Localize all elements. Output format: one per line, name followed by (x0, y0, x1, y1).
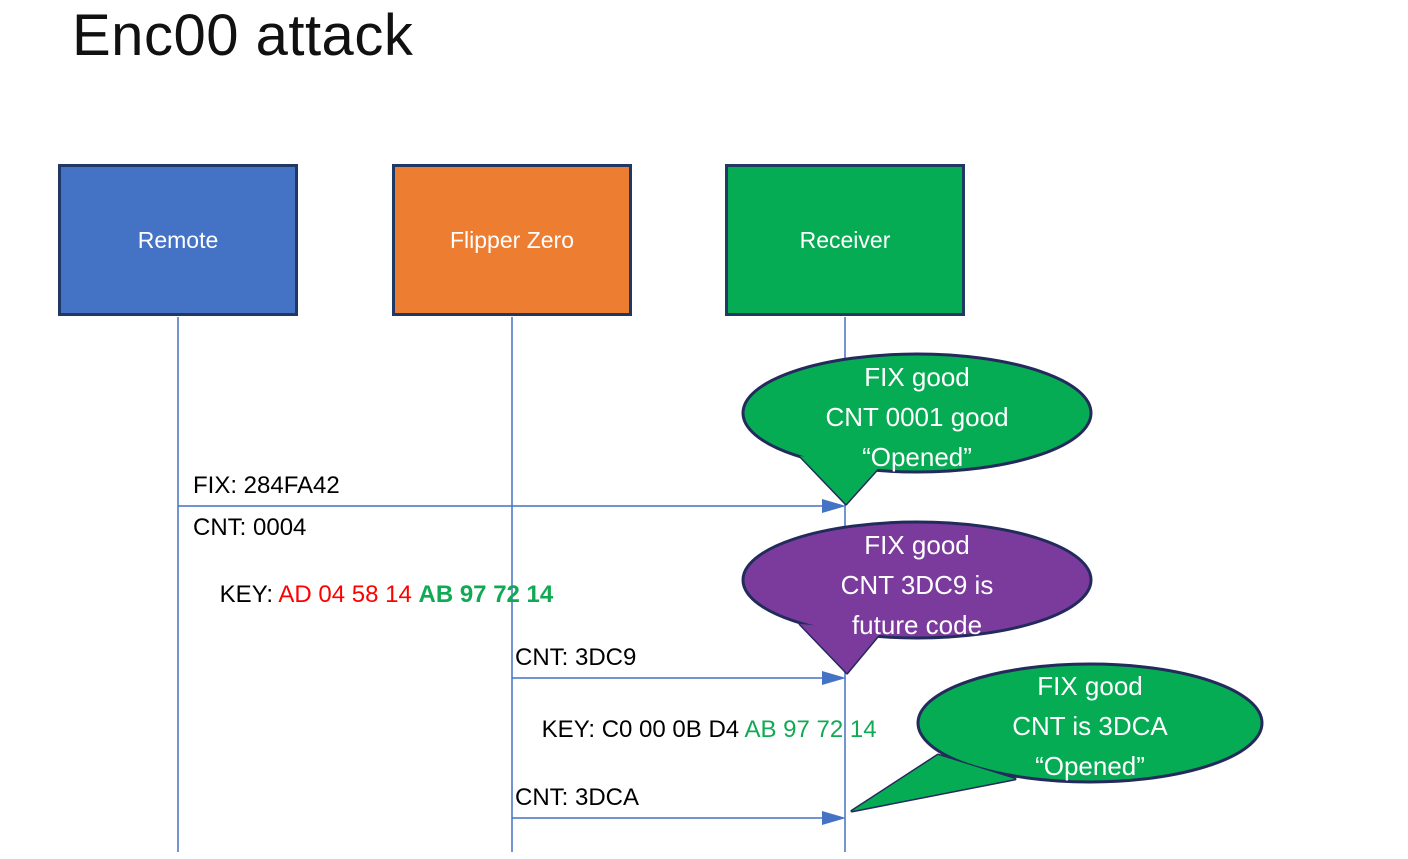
message-3-cnt: CNT: 3DCA (515, 784, 640, 811)
message-1-key-green: AB 97 72 14 (418, 581, 554, 608)
slide-title: Enc00 attack (72, 3, 414, 68)
bubble-1-tail-fill (800, 456, 882, 504)
speech-bubble-1 (741, 352, 1093, 506)
bubble-3-tail-fill (852, 755, 1015, 811)
actor-label-flipper-zero: Flipper Zero (450, 226, 574, 253)
message-1-key-red: AD 04 58 14 (278, 581, 419, 608)
message-3-key-black: KEY: C0 02 8A 33 (542, 855, 739, 859)
bubble-1-ellipse (741, 352, 1093, 474)
bubble-2-line-1: FIX good (864, 530, 970, 560)
bubble-2-tail-fill (800, 624, 882, 673)
message-3-key-green: AB 97 72 14 (739, 855, 871, 859)
actor-box-receiver: Receiver (725, 164, 965, 316)
message-2-key-green: AB 97 72 14 (744, 716, 877, 743)
actor-label-remote: Remote (137, 226, 219, 253)
message-2-cnt: CNT: 3DC9 (515, 644, 637, 671)
bubble-1-text: FIX good CNT 0001 good “Opened” (747, 357, 1087, 477)
bubble-2-text: FIX good CNT 3DC9 is future code (747, 525, 1087, 645)
message-1-cnt: CNT: 0004 (193, 514, 307, 541)
message-2-key: KEY: C0 00 0B D4 AB 97 72 14 (515, 685, 877, 775)
bubble-2-line-3: future code (851, 610, 983, 640)
speech-bubble-2 (741, 520, 1093, 675)
bubble-3-line-3: “Opened” (1035, 751, 1145, 781)
arrow-3-head (822, 811, 846, 825)
bubble-3-line-2: CNT is 3DCA (1012, 711, 1168, 741)
bubble-3-line-1: FIX good (1037, 671, 1143, 701)
message-3-key: KEY: C0 02 8A 33 AB 97 72 14 (515, 824, 872, 859)
bubble-1-line-1: FIX good (864, 362, 970, 392)
bubble-2-ellipse (741, 520, 1093, 640)
actor-label-receiver: Receiver (799, 226, 891, 253)
bubble-3-ellipse (916, 662, 1264, 784)
arrow-2-head (822, 671, 846, 685)
actor-box-remote: Remote (58, 164, 298, 316)
bubble-3-text: FIX good CNT is 3DCA “Opened” (920, 666, 1260, 786)
bubble-2-line-2: CNT 3DC9 is (840, 570, 994, 600)
message-2-key-black: KEY: C0 00 0B D4 (541, 716, 745, 743)
message-1-key-label: KEY: (219, 581, 279, 608)
message-1-key: KEY: AD 04 58 14 AB 97 72 14 (193, 550, 554, 640)
message-1-fix: FIX: 284FA42 (193, 472, 340, 499)
bubble-1-line-3: “Opened” (862, 442, 972, 472)
speech-bubble-3 (850, 662, 1264, 813)
arrow-1-head (822, 499, 846, 513)
bubble-1-line-2: CNT 0001 good (825, 402, 1009, 432)
actor-box-flipper-zero: Flipper Zero (392, 164, 632, 316)
